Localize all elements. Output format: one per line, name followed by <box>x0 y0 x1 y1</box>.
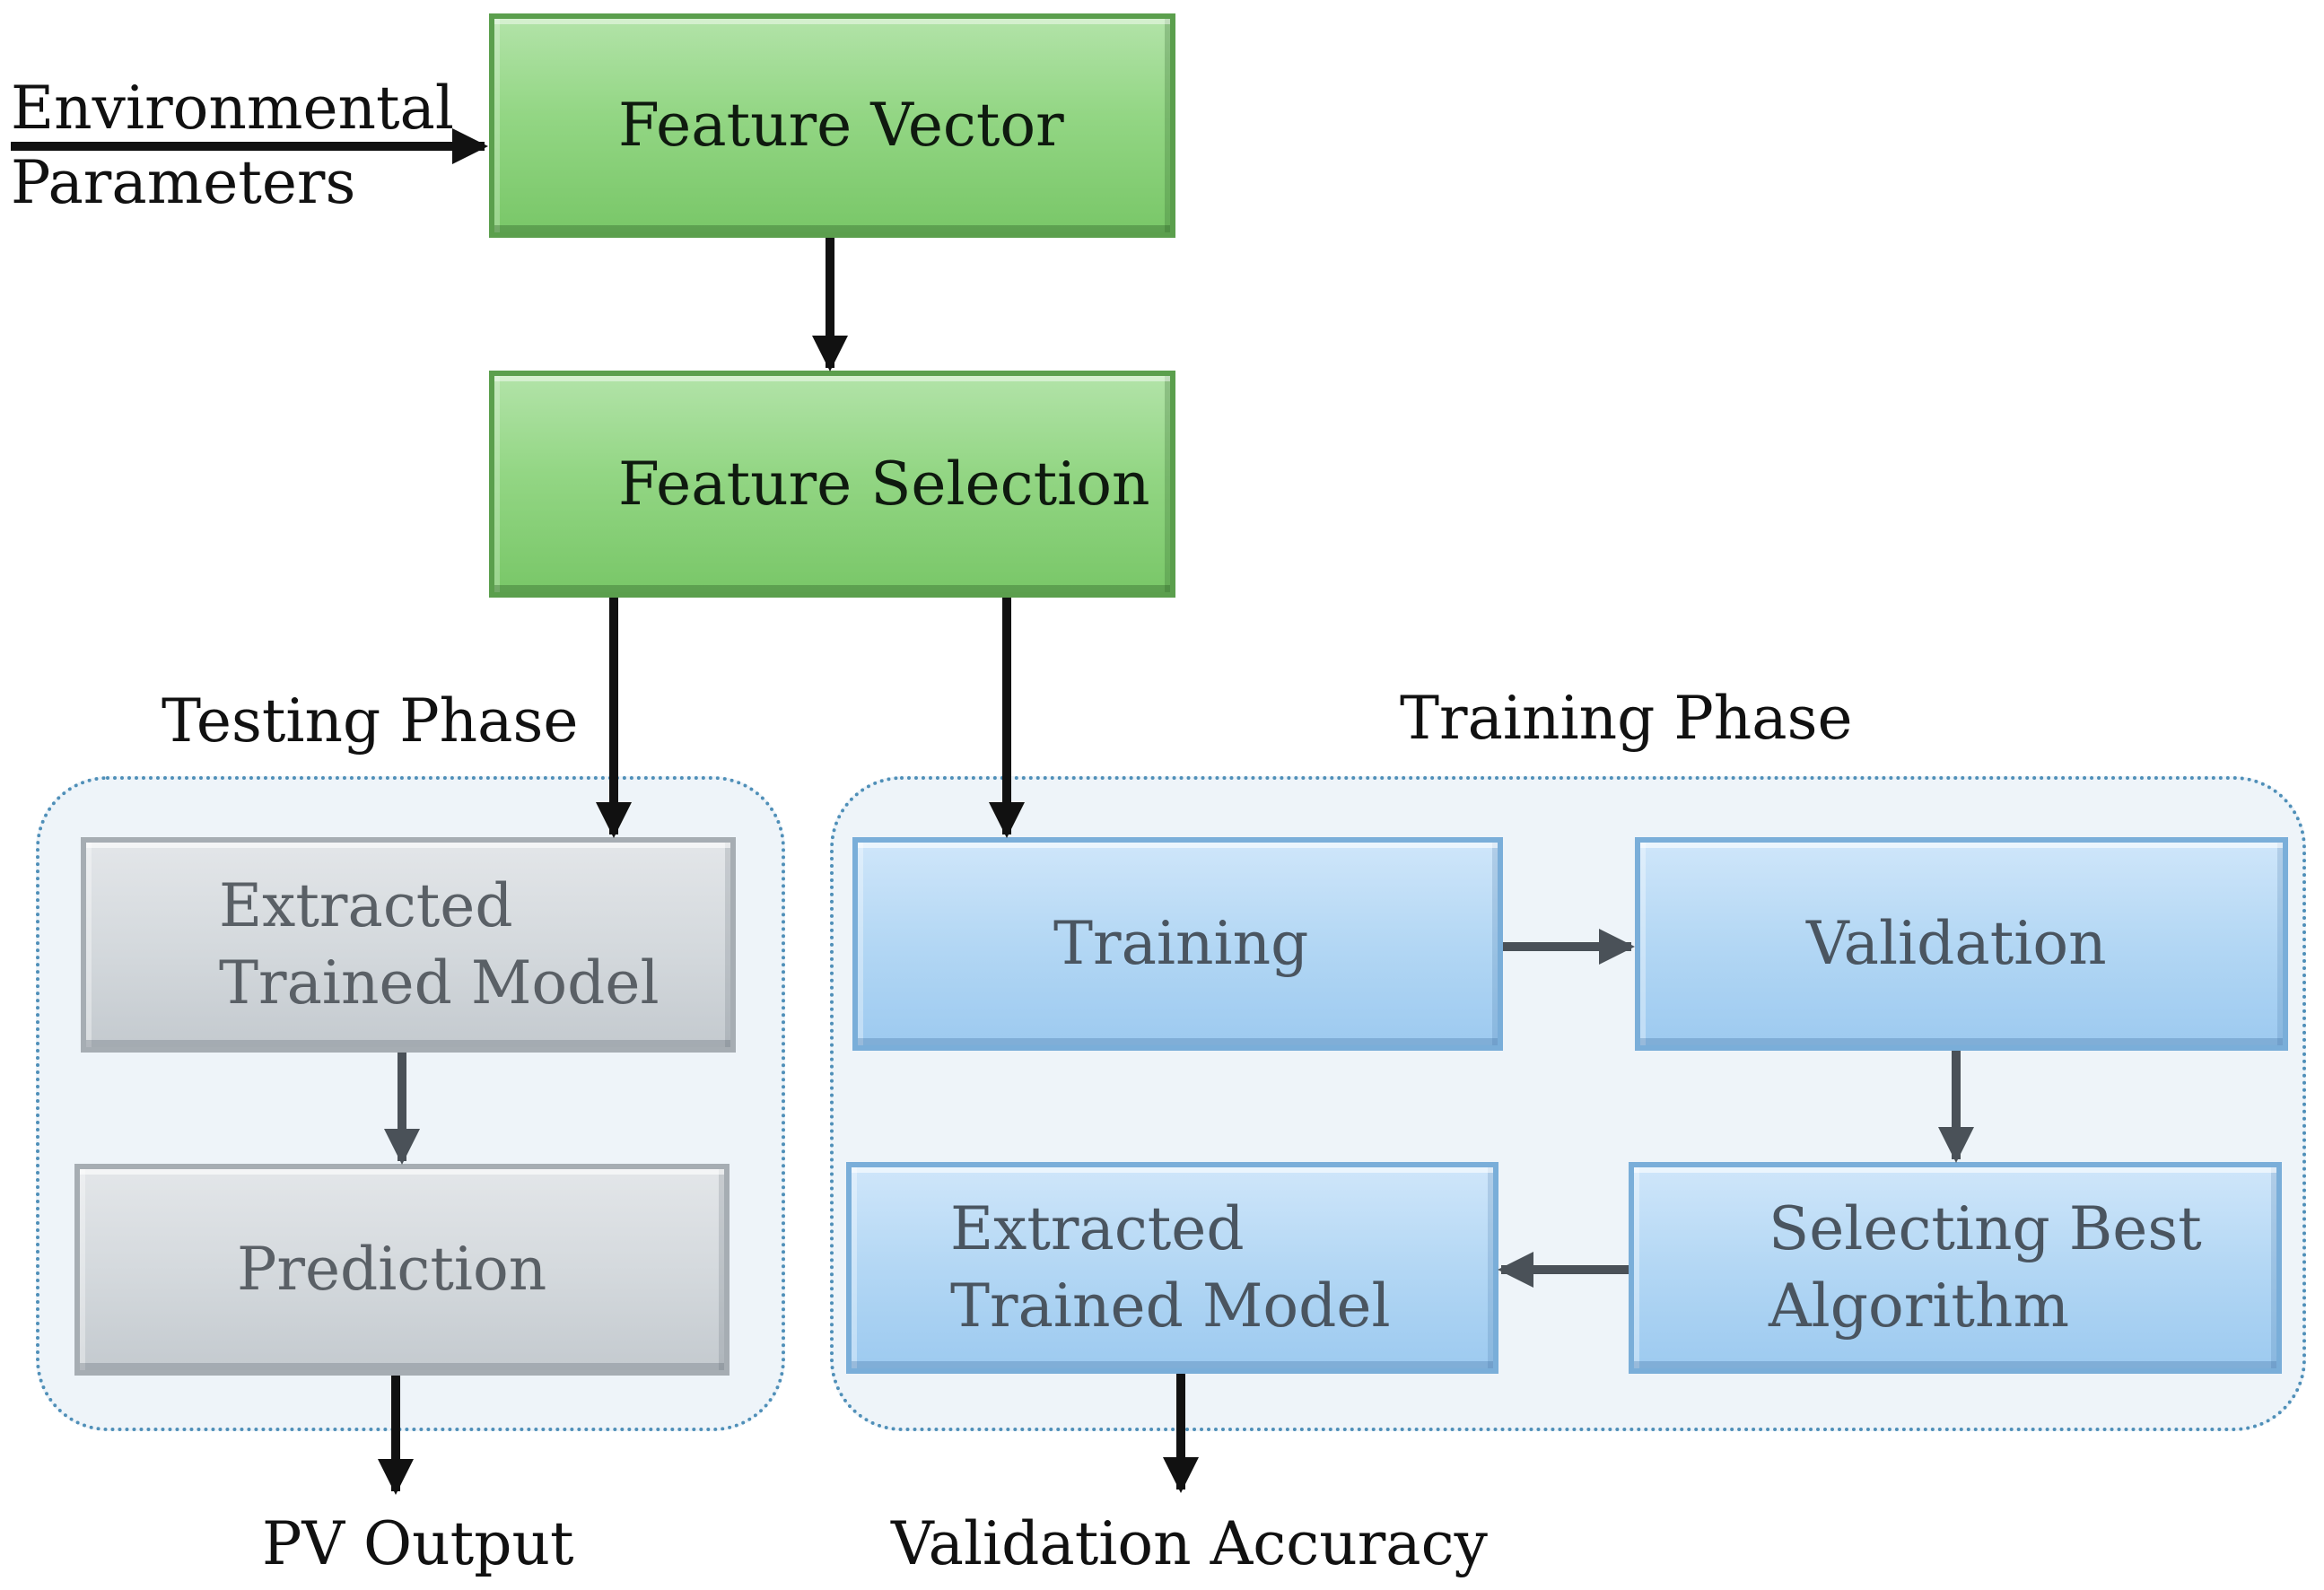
training-extracted-line2: Trained Model <box>950 1271 1391 1341</box>
input-label-line1: Environmental <box>11 74 455 143</box>
testing-extracted-line1: Extracted <box>219 871 513 941</box>
pv-output-label: PV Output <box>262 1509 574 1578</box>
training-phase-title: Training Phase <box>1400 684 1853 753</box>
selecting-line2: Algorithm <box>1769 1271 2070 1341</box>
selecting-line1: Selecting Best <box>1769 1194 2202 1264</box>
testing-phase-title: Testing Phase <box>162 686 579 756</box>
validation-accuracy-label: Validation Accuracy <box>891 1509 1488 1578</box>
prediction-label: Prediction <box>237 1235 547 1305</box>
feature-vector-box: Feature Vector <box>489 13 1175 238</box>
testing-extracted-line2: Trained Model <box>219 948 660 1018</box>
feature-selection-label: Feature Selection <box>618 449 1150 519</box>
feature-vector-label: Feature Vector <box>618 91 1064 161</box>
validation-box: Validation <box>1635 837 2288 1051</box>
validation-label: Validation <box>1806 909 2107 979</box>
prediction-box: Prediction <box>74 1164 730 1376</box>
training-extracted-line1: Extracted <box>950 1194 1245 1264</box>
training-extracted-model-box: Extracted Trained Model <box>846 1162 1498 1374</box>
feature-selection-box: Feature Selection <box>489 371 1175 598</box>
input-label: Environmental Parameters <box>11 72 454 220</box>
input-label-line2: Parameters <box>11 147 356 217</box>
testing-extracted-model-box: Extracted Trained Model <box>81 837 736 1053</box>
selecting-best-algorithm-box: Selecting Best Algorithm <box>1629 1162 2282 1374</box>
training-label: Training <box>1053 909 1309 979</box>
training-box: Training <box>852 837 1503 1051</box>
